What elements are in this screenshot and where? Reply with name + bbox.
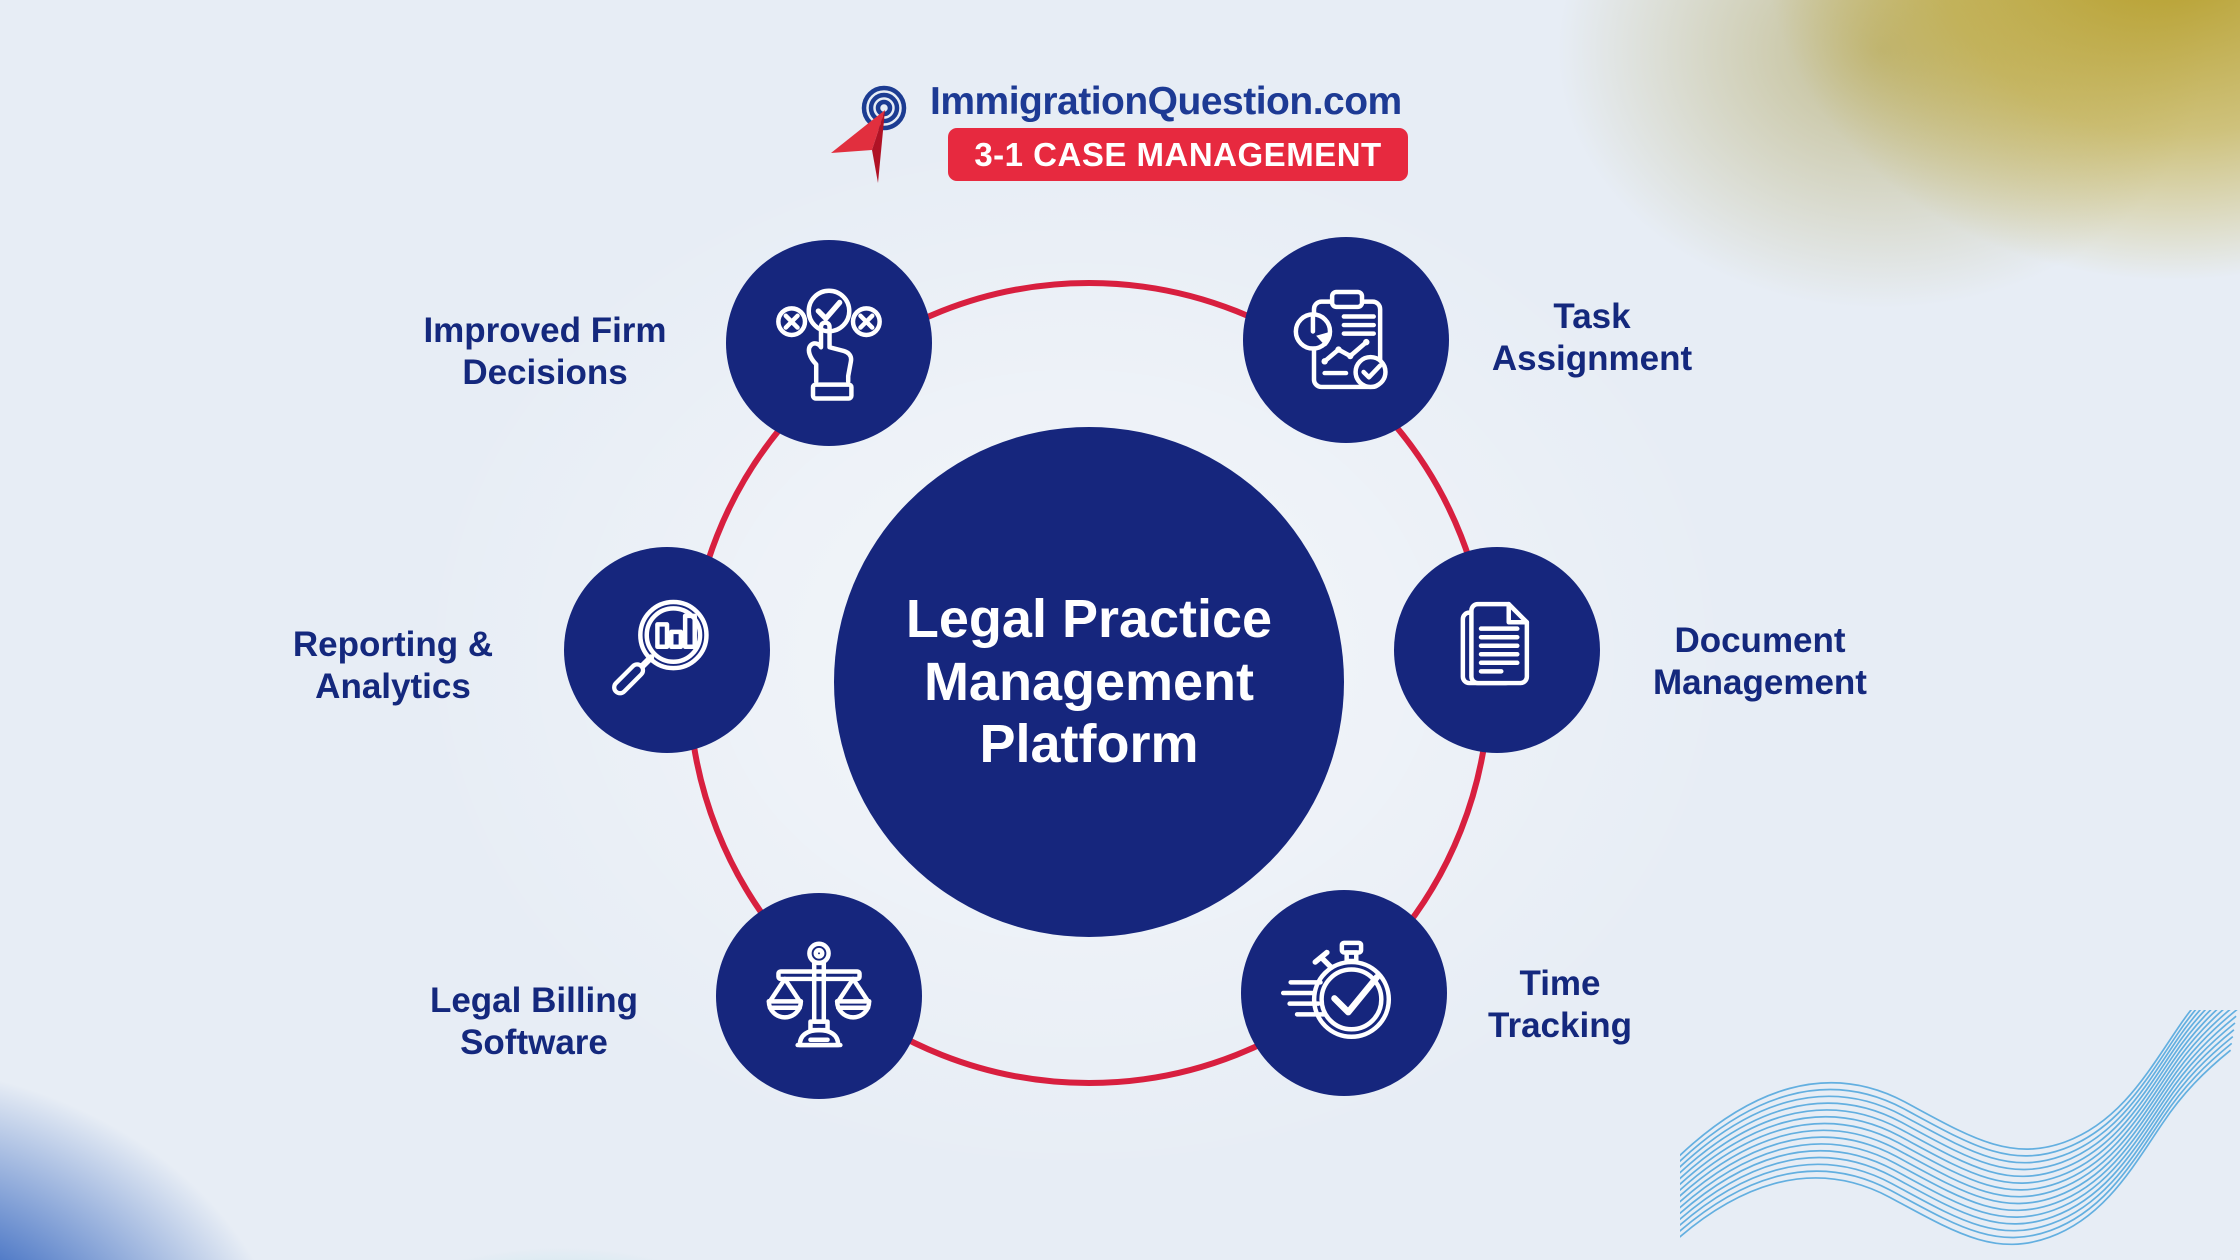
wave-lines-decoration <box>1680 1010 2240 1260</box>
node-legal-billing-software <box>716 893 922 1099</box>
node-reporting-analytics <box>564 547 770 753</box>
node-improved-firm-decisions <box>726 240 932 446</box>
justice-scales-icon <box>766 941 872 1048</box>
clipboard-chart-icon <box>1293 289 1388 390</box>
node-task-assignment <box>1243 237 1449 443</box>
choice-check-hand-icon <box>776 288 882 401</box>
banner-badge: 3-1 CASE MANAGEMENT <box>948 128 1408 181</box>
magnifier-bars-icon <box>612 599 709 696</box>
documents-icon <box>1460 601 1530 686</box>
node-time-tracking <box>1241 890 1447 1096</box>
brand-title: ImmigrationQuestion.com <box>930 80 1402 123</box>
stopwatch-check-icon <box>1280 940 1392 1039</box>
central-hub-circle: Legal Practice Management Platform <box>834 427 1344 937</box>
label-reporting-analytics: Reporting &Analytics <box>292 625 494 706</box>
node-document-management <box>1394 547 1600 753</box>
arrow-cursor-icon <box>831 110 885 183</box>
central-title: Legal Practice Management Platform <box>905 589 1273 775</box>
banner-text: 3-1 CASE MANAGEMENT <box>974 135 1382 173</box>
